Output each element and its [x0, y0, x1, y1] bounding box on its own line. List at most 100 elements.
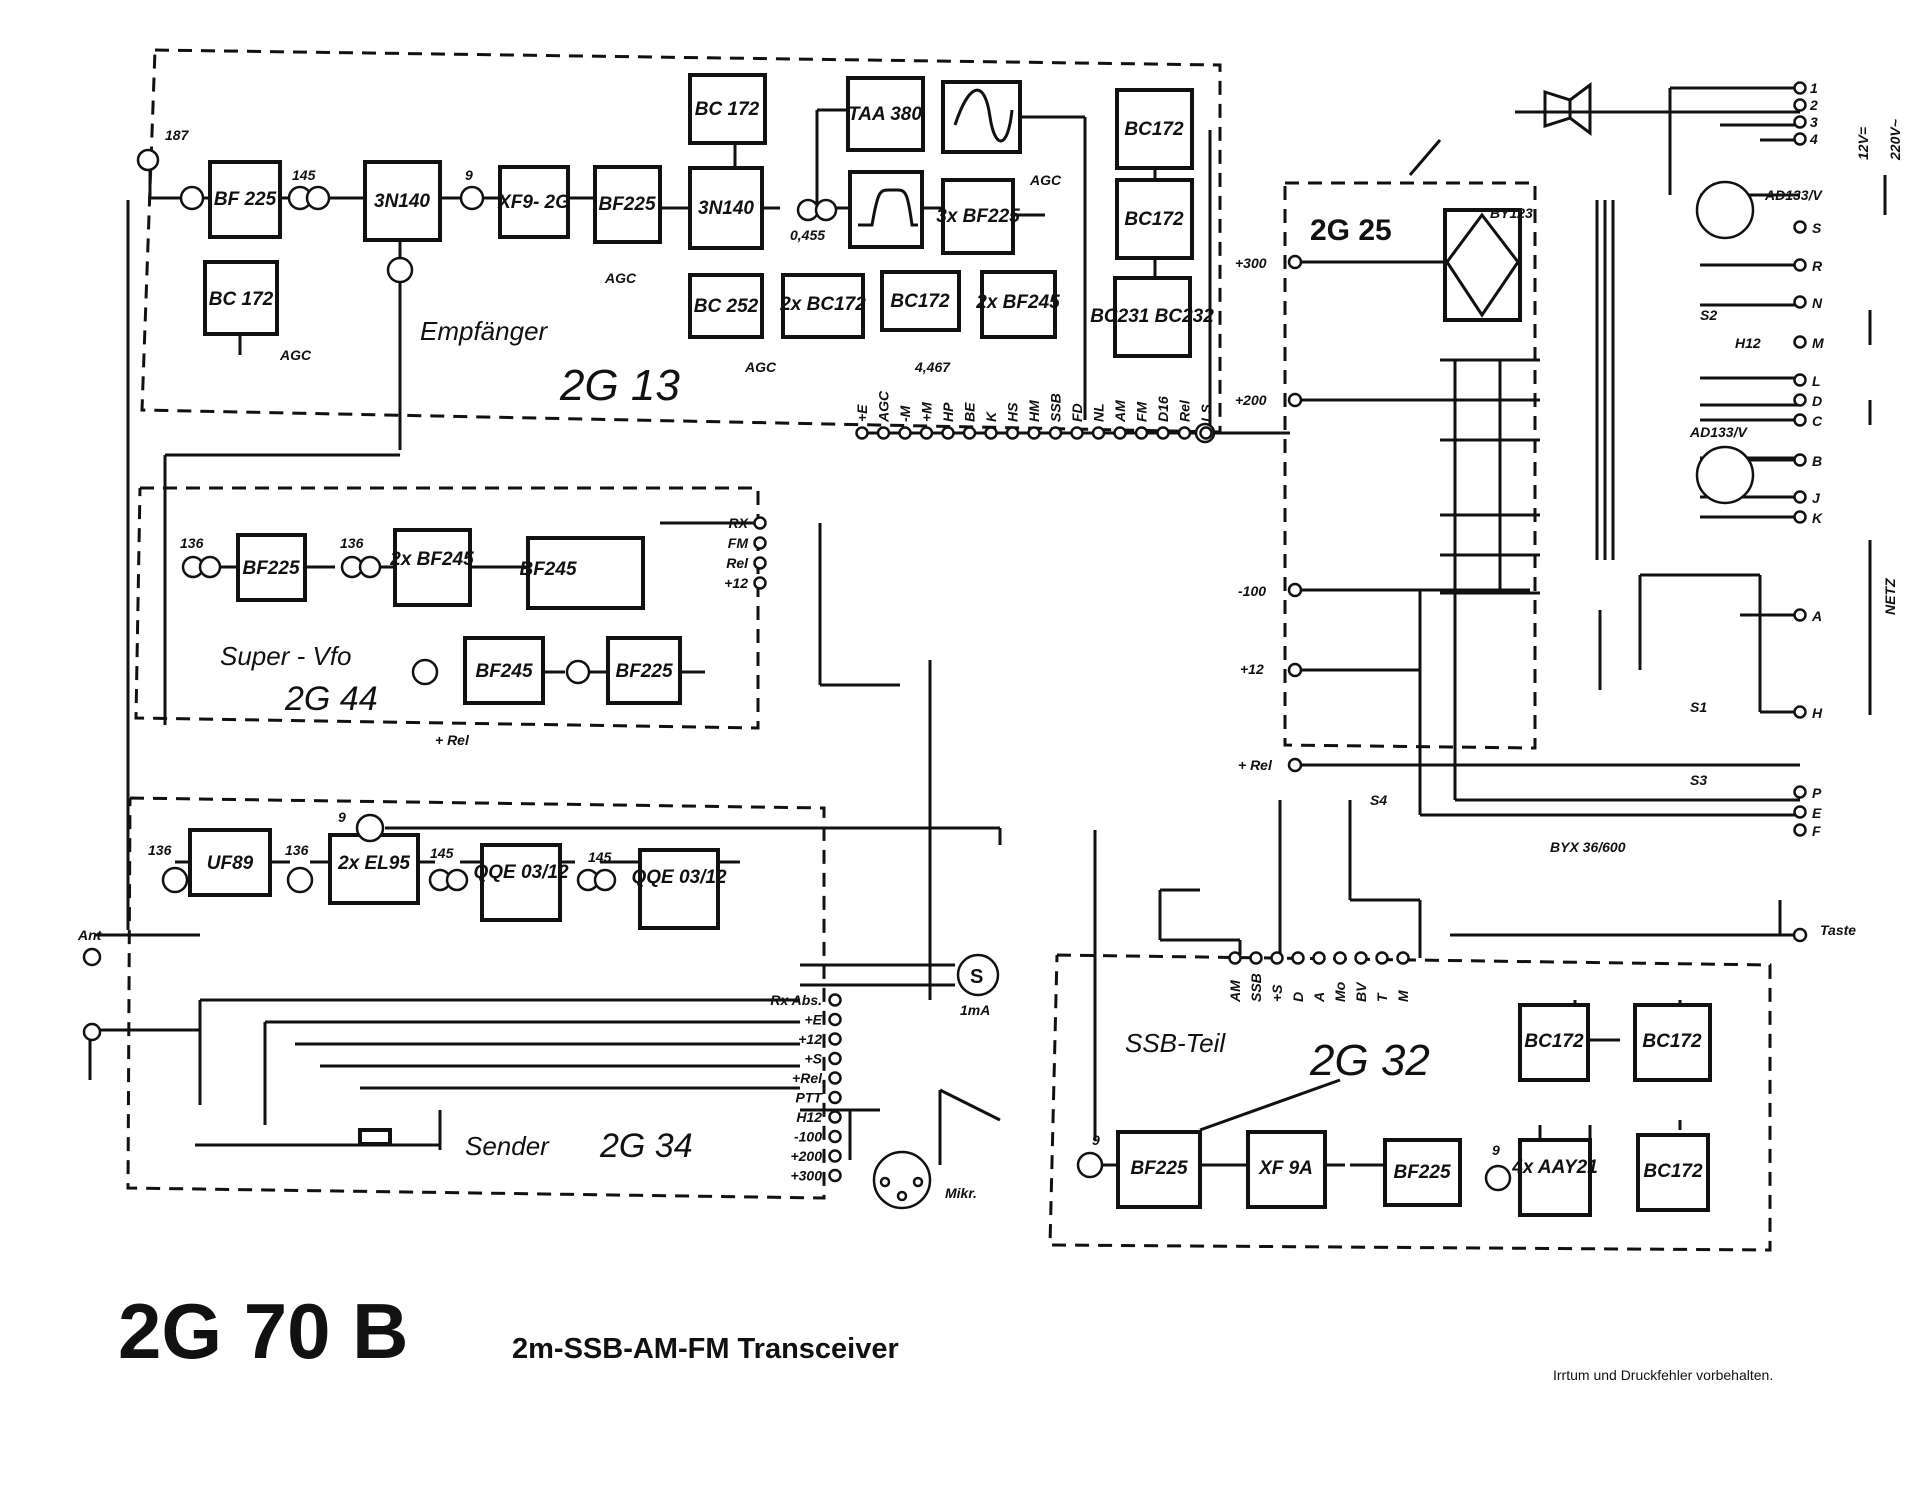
label-12v: 12V=	[1855, 127, 1871, 160]
rf-coupling-circle	[305, 185, 331, 211]
block-ssb-bf225-b	[1383, 1138, 1462, 1207]
taste-terminal	[1792, 927, 1808, 943]
bandpass-filter-icon	[858, 188, 918, 227]
block-vfo-2x-bf245-label: 2x BF245	[389, 549, 474, 570]
block-tx-qqe-a	[480, 843, 562, 922]
block-tx-qqe-b-label: QQE 03/12	[631, 867, 726, 888]
vfo-pin-label: FM	[728, 535, 749, 551]
block-rx-audio-bc172-a-label: BC172	[1124, 119, 1184, 140]
supply-terminal	[1287, 582, 1303, 598]
tx-pin-label: +E	[804, 1012, 822, 1028]
power-out-terminal	[1793, 510, 1807, 524]
receiver-module-outline	[140, 48, 1222, 434]
supply-voltage-m100: -100	[1238, 583, 1266, 599]
transmitter-code: 2G 34	[599, 1127, 693, 1165]
tx-pin-terminal	[828, 1032, 842, 1046]
block-ssb-xf9a-label: XF 9A	[1258, 1158, 1313, 1179]
block-tx-uf89	[188, 828, 272, 897]
receiver-blocks: BF 225 BC 172 3N140 XF9- 2G BF225 BC 172…	[136, 73, 1216, 444]
freq-label-145: 145	[588, 849, 612, 865]
block-tx-qqe-b	[638, 848, 720, 930]
supply-voltage-12: +12	[1240, 661, 1264, 677]
tx-pin-terminal	[828, 1012, 842, 1027]
rx-bus-pin-terminal	[876, 426, 891, 440]
ssb-bus-pin-terminal	[1396, 951, 1410, 965]
mains-labels: 12V= 220V~ NETZ	[1855, 119, 1903, 715]
block-ssb-bf225-a	[1116, 1130, 1202, 1209]
tx-pin-label: PTT	[796, 1090, 824, 1106]
power-out-terminal	[1793, 393, 1807, 407]
block-ssb-bf225-a-label: BF225	[1130, 1158, 1187, 1179]
agc-label: AGC	[604, 270, 637, 286]
rx-bus-pin-label: D16	[1155, 396, 1171, 422]
supply-terminal	[1287, 662, 1303, 678]
power-transistor-1-label: AD133/V	[1764, 187, 1823, 203]
relay-coil	[358, 1128, 392, 1146]
tx-pin-terminal	[828, 1090, 842, 1105]
ssb-name: SSB-Teil	[1125, 1028, 1226, 1058]
relay-label: + Rel	[435, 732, 470, 748]
freq-label-145: 145	[292, 167, 316, 183]
power-out-label: P	[1812, 785, 1822, 801]
power-out-terminal	[1793, 490, 1807, 504]
rx-bus-pin-terminal	[855, 426, 869, 440]
rx-bus-pin-terminal	[1091, 426, 1106, 440]
freq-label-9: 9	[465, 167, 473, 183]
power-out-label: F	[1812, 823, 1821, 839]
rf-coupling-circle	[1484, 1164, 1512, 1192]
ssb-bus-pin-label: D	[1290, 992, 1306, 1002]
block-tx-2x-el95-label: 2x EL95	[337, 853, 410, 874]
label-220v: 220V~	[1887, 119, 1903, 161]
block-rx-audio-bc172-b	[1115, 178, 1194, 260]
freq-label-136: 136	[285, 842, 309, 858]
transmitter-name: Sender	[465, 1131, 550, 1161]
block-vfo-varicap-label: BF245	[519, 559, 576, 580]
rx-bus-pin-label: SSB	[1048, 393, 1064, 422]
block-rx-3x-bf225-label: 3x BF225	[936, 206, 1020, 227]
rx-bus-pin-terminal	[1048, 426, 1063, 440]
power-out-terminal	[1793, 608, 1807, 622]
tx-pin-label: +300	[790, 1168, 822, 1184]
tx-pin-label: H12	[796, 1109, 822, 1125]
power-out-label: S	[1812, 220, 1822, 236]
ssb-bus-pin-label: T	[1374, 992, 1390, 1002]
ssb-bus-pin-terminal	[1291, 951, 1305, 965]
agc-label: AGC	[744, 359, 777, 375]
freq-label-136: 136	[148, 842, 172, 858]
ssb-bus-pin-terminal	[1312, 951, 1326, 965]
ssb-bus-pin-terminal	[1228, 951, 1242, 965]
block-vfo-2x-bf245	[393, 528, 472, 607]
power-out-label: D	[1812, 393, 1822, 409]
vfo-pin-label: Rel	[726, 555, 749, 571]
freq-label-9: 9	[1492, 1142, 1500, 1158]
rf-coupling-circle	[179, 185, 205, 211]
footer: 2G 70 B 2m-SSB-AM-FM Transceiver Irrtum …	[118, 1287, 1773, 1383]
agc-label: AGC	[1029, 172, 1062, 188]
freq-label-9: 9	[1092, 1132, 1100, 1148]
power-out-terminal	[1793, 373, 1807, 387]
block-rx-taa380-label: TAA 380	[848, 104, 922, 125]
ssb-bus-pin-terminal	[1333, 951, 1347, 965]
power-out-label: E	[1812, 805, 1822, 821]
rx-bus-pin-terminal	[1070, 426, 1084, 440]
rx-bus-pin-terminal	[919, 426, 934, 440]
block-rx-3n140-a-label: 3N140	[374, 191, 430, 212]
bridge-rectifier	[1443, 208, 1522, 322]
rf-coupling-circle	[198, 555, 222, 579]
mains-switch-label: 2	[1809, 97, 1818, 113]
antenna-label: Ant	[77, 927, 103, 943]
tx-pin-label: -100	[794, 1129, 822, 1145]
rf-coupling-circle	[411, 658, 439, 686]
mains-switch-label: 3	[1810, 114, 1818, 130]
rx-bus-pin-terminal	[984, 426, 998, 440]
tx-pin-terminal	[828, 1071, 842, 1085]
rx-bus-pin-terminal	[1113, 426, 1127, 440]
supply-terminal	[1287, 254, 1303, 270]
power-out-terminal	[1793, 413, 1807, 427]
rf-coupling-circle	[355, 813, 385, 843]
power-out-terminal	[1793, 785, 1807, 799]
